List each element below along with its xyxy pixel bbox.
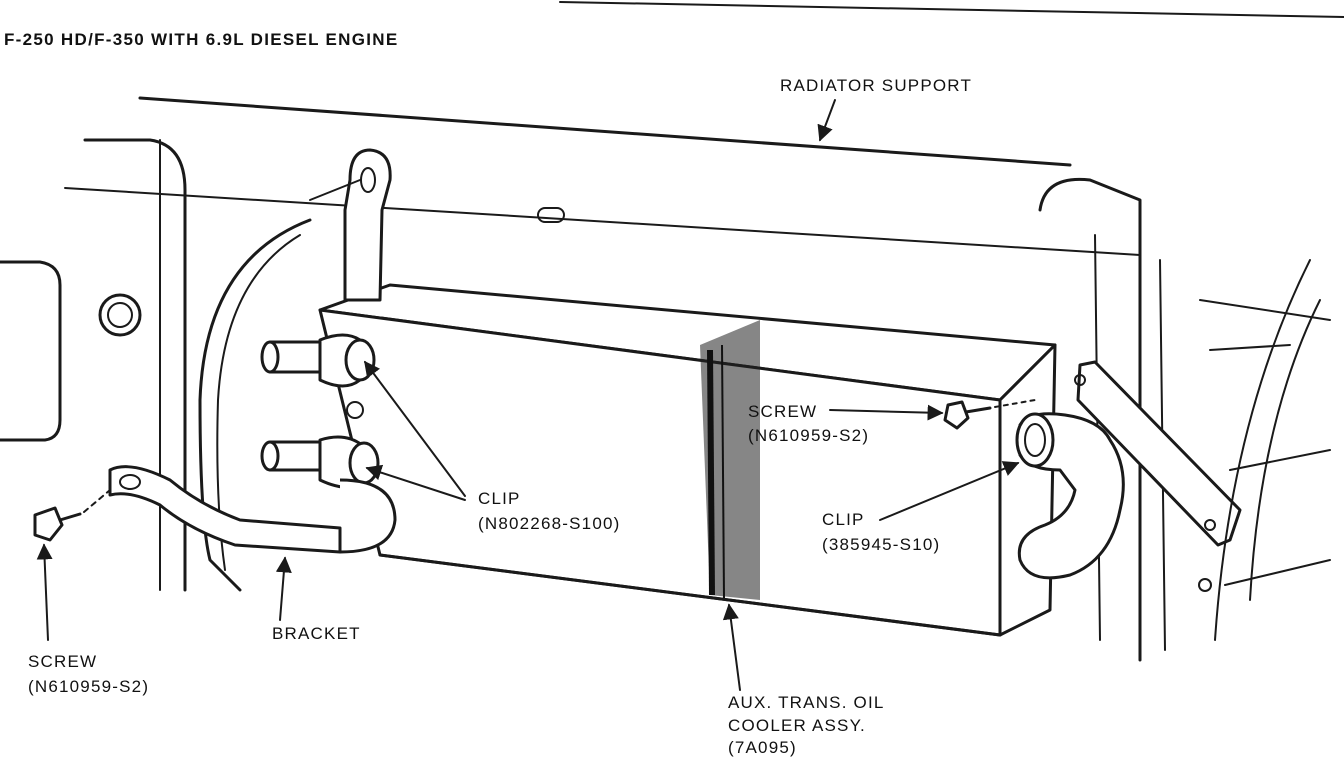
oil-cooler-body bbox=[318, 283, 1057, 637]
upper-mounting-strap bbox=[343, 148, 392, 302]
top-border-line bbox=[559, 1, 1344, 18]
leader-lines bbox=[36, 99, 1020, 691]
label-clip-right-name: CLIP bbox=[822, 510, 865, 529]
right-edge-wires bbox=[1214, 259, 1331, 641]
label-screw-right-name: SCREW bbox=[748, 402, 818, 421]
right-fittings bbox=[943, 360, 1242, 592]
label-screw-left-part: (N610959-S2) bbox=[28, 677, 150, 696]
label-screw-left-name: SCREW bbox=[28, 652, 98, 671]
left-screw-part bbox=[33, 489, 111, 542]
bracket-part bbox=[108, 465, 342, 554]
label-cooler-line1: AUX. TRANS. OIL bbox=[728, 693, 885, 712]
label-radiator-support: RADIATOR SUPPORT bbox=[780, 76, 973, 95]
label-cooler-line3: (7A095) bbox=[728, 738, 797, 757]
label-clip-left-name: CLIP bbox=[478, 489, 521, 508]
diagram-title: F-250 HD/F-350 WITH 6.9L DIESEL ENGINE bbox=[4, 30, 399, 49]
left-fittings bbox=[260, 333, 397, 554]
label-cooler-line2: COOLER ASSY. bbox=[728, 716, 866, 735]
label-clip-left-part: (N802268-S100) bbox=[478, 514, 621, 533]
label-bracket: BRACKET bbox=[272, 624, 361, 643]
label-screw-right-part: (N610959-S2) bbox=[748, 426, 870, 445]
label-clip-right-part: (385945-S10) bbox=[822, 535, 941, 554]
